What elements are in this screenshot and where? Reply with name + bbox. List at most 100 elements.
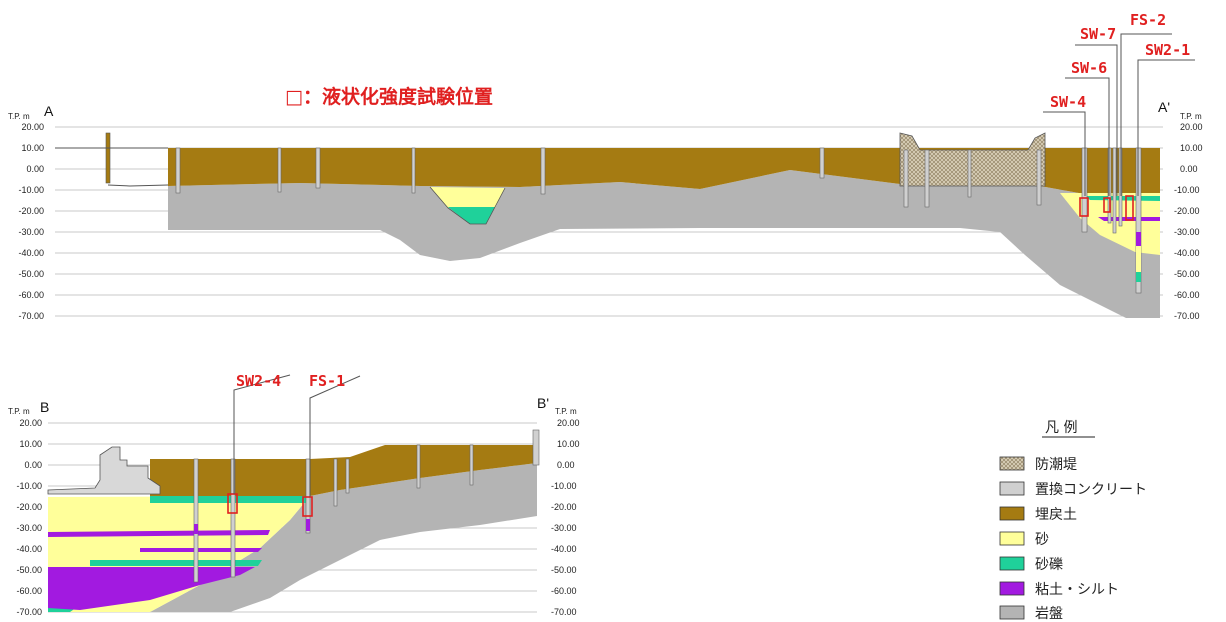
svg-text:-40.00: -40.00: [1174, 248, 1200, 258]
svg-text:-70.00: -70.00: [1174, 311, 1200, 321]
section-a-start-label: A: [44, 103, 54, 119]
legend-swatch: [999, 581, 1025, 596]
legend-swatch: [999, 481, 1025, 496]
section-b-right-ticks: 20.00 10.00 0.00 -10.00 -20.00 -30.00 -4…: [551, 418, 580, 617]
svg-text:-10.00: -10.00: [551, 481, 577, 491]
core-segment-b: [306, 519, 310, 531]
gravel-layer-b-top: [150, 496, 310, 503]
section-b: SW2-4 FS-1 T.P. m B 20.00 10.00 0.00 -10…: [8, 372, 580, 617]
core-segment: [1136, 232, 1141, 246]
svg-text:-60.00: -60.00: [18, 290, 44, 300]
svg-text:-70.00: -70.00: [551, 607, 577, 617]
core-segment-b: [194, 524, 198, 534]
section-a-right-unit: T.P. m: [1180, 112, 1202, 121]
svg-text:-40.00: -40.00: [18, 248, 44, 258]
svg-text:-10.00: -10.00: [1174, 185, 1200, 195]
legend-item-label: 岩盤: [1035, 606, 1063, 622]
legend-item-seawall: 防潮堤: [999, 456, 1077, 473]
section-b-test-boxes: [227, 493, 313, 517]
svg-text:-50.00: -50.00: [18, 269, 44, 279]
svg-text:10.00: 10.00: [21, 143, 44, 153]
svg-text:20.00: 20.00: [21, 122, 44, 132]
svg-text:-40.00: -40.00: [551, 544, 577, 554]
legend: 凡 例 防潮堤 置換コンクリート 埋戻土 砂 砂礫 粘土・シルト 岩盤: [999, 420, 1147, 622]
section-b-start-label: B: [40, 399, 49, 415]
legend-item-bedrock: 岩盤: [999, 605, 1063, 622]
section-a-test-boxes: [1079, 195, 1134, 221]
bedrock-layer-b: [150, 463, 537, 612]
section-a-left-unit: T.P. m: [8, 112, 30, 121]
section-a-right-ticks: 20.00 10.00 0.00 -10.00 -20.00 -30.00 -4…: [1174, 122, 1203, 321]
figure-title: □：液状化強度試験位置: [285, 85, 493, 108]
svg-text:-30.00: -30.00: [551, 523, 577, 533]
borehole-label-sw-6: SW-6: [1071, 59, 1107, 77]
borehole-label-sw-7: SW-7: [1080, 25, 1116, 43]
legend-item-label: 粘土・シルト: [1035, 582, 1119, 598]
legend-swatch: [999, 531, 1025, 546]
gravel-layer-b-low: [90, 560, 262, 566]
svg-text:-50.00: -50.00: [551, 565, 577, 575]
section-b-right-unit: T.P. m: [555, 407, 577, 416]
clay-lens-b-upper: [48, 530, 270, 537]
clay-lens-b-mid: [140, 548, 262, 552]
svg-text:10.00: 10.00: [19, 439, 42, 449]
section-a-leaders: [1043, 33, 1195, 196]
legend-swatch: [999, 556, 1025, 571]
svg-text:-20.00: -20.00: [1174, 206, 1200, 216]
svg-text:0.00: 0.00: [557, 460, 575, 470]
borehole-label-sw2-1: SW2-1: [1145, 41, 1190, 59]
core-segment: [1136, 272, 1141, 282]
seawall-structure: [899, 132, 1046, 187]
svg-text:-20.00: -20.00: [16, 502, 42, 512]
legend-swatch: [999, 605, 1025, 620]
sand-lens-valley: [430, 187, 505, 208]
borehole-label-sw2-4: SW2-4: [236, 372, 281, 390]
svg-text:-30.00: -30.00: [16, 523, 42, 533]
section-a-end-label: A': [1158, 99, 1170, 115]
bedrock-layer: [168, 170, 1160, 318]
left-caisson-structure: [47, 446, 161, 495]
legend-item-clay: 粘土・シルト: [999, 581, 1119, 598]
gravel-lens-valley: [448, 207, 495, 224]
svg-text:20.00: 20.00: [19, 418, 42, 428]
borehole-label-sw-4: SW-4: [1050, 93, 1086, 111]
svg-text:-50.00: -50.00: [1174, 269, 1200, 279]
svg-text:-70.00: -70.00: [16, 607, 42, 617]
svg-text:-20.00: -20.00: [18, 206, 44, 216]
section-b-boring-piles: [193, 444, 474, 583]
borehole-label-fs-2: FS-2: [1130, 11, 1166, 29]
legend-item-label: 埋戻土: [1035, 507, 1077, 523]
section-b-leaders: [233, 374, 361, 497]
core-segment: [1136, 246, 1141, 272]
legend-item-label: 砂礫: [1035, 557, 1063, 573]
section-b-left-ticks: 20.00 10.00 0.00 -10.00 -20.00 -30.00 -4…: [16, 418, 42, 617]
legend-item-label: 砂: [1035, 532, 1049, 548]
svg-text:10.00: 10.00: [557, 439, 580, 449]
legend-item-gravel: 砂礫: [999, 556, 1063, 573]
legend-swatch: [999, 456, 1025, 471]
svg-text:0.00: 0.00: [24, 460, 42, 470]
legend-item-sand: 砂: [999, 531, 1049, 548]
legend-item-concrete: 置換コンクリート: [999, 481, 1147, 498]
svg-text:-30.00: -30.00: [1174, 227, 1200, 237]
clay-layer-b-bottom: [48, 567, 255, 610]
svg-text:0.00: 0.00: [1180, 164, 1198, 174]
svg-text:-50.00: -50.00: [16, 565, 42, 575]
svg-text:10.00: 10.00: [1180, 143, 1203, 153]
svg-text:-20.00: -20.00: [551, 502, 577, 512]
backfill-layer-b: [150, 445, 537, 496]
valley-outline: [429, 186, 506, 225]
left-ground-line: [55, 147, 169, 187]
svg-text:-10.00: -10.00: [16, 481, 42, 491]
section-a: SW-4 SW-6 SW-7 FS-2 SW2-1 T.P. m A 20.00…: [8, 11, 1203, 321]
legend-item-label: 置換コンクリート: [1035, 482, 1147, 498]
section-b-left-unit: T.P. m: [8, 407, 30, 416]
svg-text:-60.00: -60.00: [16, 586, 42, 596]
legend-swatch: [999, 506, 1025, 521]
borehole-label-fs-1: FS-1: [309, 372, 345, 390]
section-b-end-label: B': [537, 395, 549, 411]
legend-item-label: 防潮堤: [1035, 457, 1077, 473]
svg-text:-60.00: -60.00: [551, 586, 577, 596]
legend-item-backfill: 埋戻土: [999, 506, 1077, 523]
